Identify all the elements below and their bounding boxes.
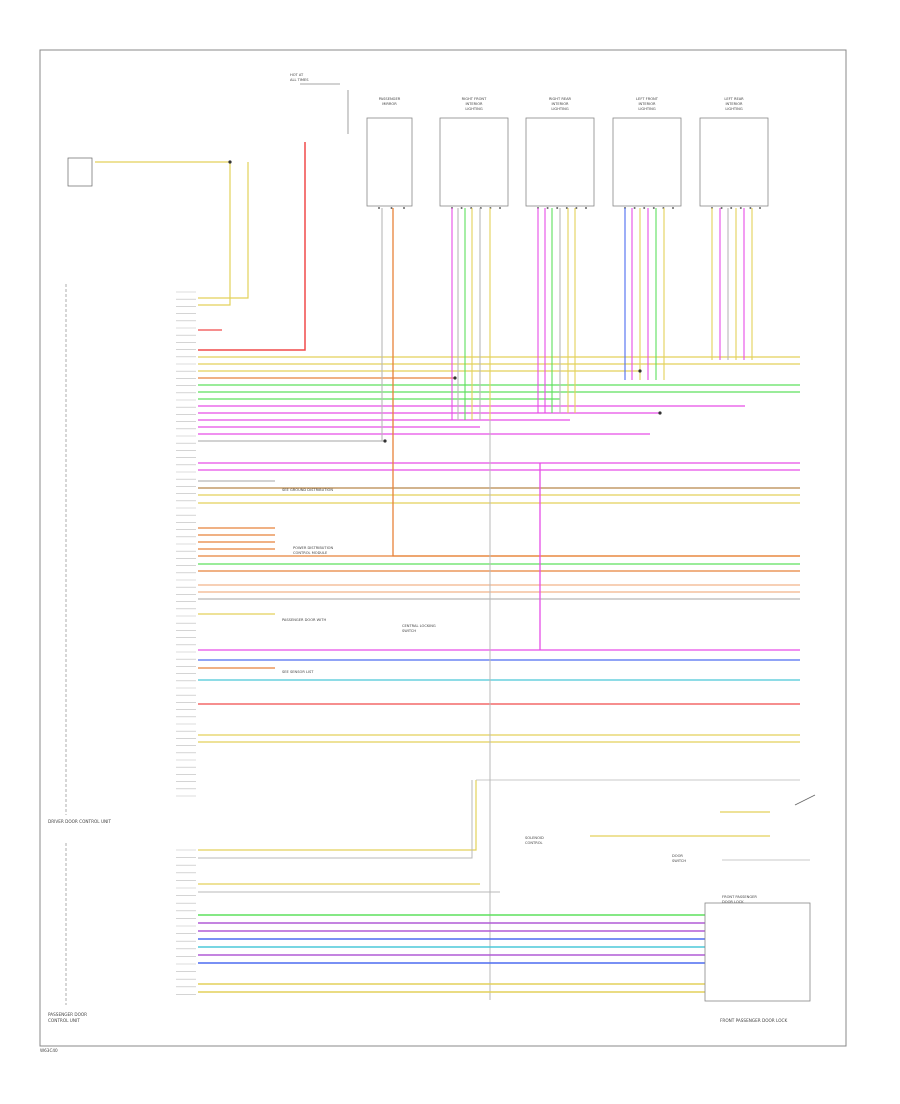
connector-pin <box>565 207 568 209</box>
note-door-switch-1: DOOR <box>672 854 683 858</box>
passenger-unit-label-2: CONTROL UNIT <box>48 1018 80 1023</box>
figure-code: W63C40 <box>40 1048 58 1053</box>
switch-wire <box>198 162 231 306</box>
hot-at-all-times-block: HOT AT ALL TIMES <box>290 73 349 134</box>
connector-pin <box>390 207 393 209</box>
sensor-box-title: LEFT REAR <box>724 97 744 101</box>
connector-pin <box>556 207 559 209</box>
hot-label-1: HOT AT <box>290 73 304 77</box>
front-passenger-door-lock: FRONT PASSENGER DOOR LOCK FRONT PASSENGE… <box>704 895 811 1023</box>
front-passenger-door-lock-label: FRONT PASSENGER DOOR LOCK <box>720 1018 787 1023</box>
connector-pin <box>652 207 655 209</box>
note-see-ground: SEE GROUND DISTRIBUTION <box>282 488 333 492</box>
power-wire <box>198 142 306 351</box>
connector-pin <box>460 207 463 209</box>
connector-pin <box>585 207 587 209</box>
sensor-box-title: INTERIOR <box>638 102 656 106</box>
sensor-box <box>525 117 595 207</box>
wire-harness <box>67 142 816 1000</box>
note-passenger-door: PASSENGER DOOR WITH <box>282 618 326 622</box>
driver-door-control-unit-label: DRIVER DOOR CONTROL UNIT <box>48 819 111 824</box>
connector-pin <box>546 207 549 209</box>
splice-dot <box>453 376 457 380</box>
connector-pin <box>759 207 761 209</box>
sensor-box-title: INTERIOR <box>725 102 743 106</box>
down-wire <box>198 780 473 859</box>
connector-pin <box>730 207 733 209</box>
note-central-locking-2: SWITCH <box>402 629 416 633</box>
splice-dot <box>383 439 387 443</box>
sensor-box-title: LIGHTING <box>465 107 482 111</box>
connector-pin <box>643 207 646 209</box>
note-sensor-list: SEE SENSOR LIST <box>282 670 314 674</box>
sensor-box-title: LIGHTING <box>725 107 742 111</box>
connector-pin <box>739 207 742 209</box>
connector-pin <box>575 207 578 209</box>
sensor-box-title: MIRROR <box>382 102 397 106</box>
sensor-box-title: RIGHT FRONT <box>462 97 487 101</box>
diagram-frame <box>39 49 847 1047</box>
connector-pin <box>749 207 752 209</box>
connector-pin <box>633 207 636 209</box>
sensor-box-title: LIGHTING <box>638 107 655 111</box>
note-door-switch-2: SWITCH <box>672 859 686 863</box>
sensor-box <box>699 117 769 207</box>
sensor-box <box>612 117 682 207</box>
switch-wire <box>198 162 249 299</box>
connector-pin <box>403 207 405 209</box>
sensor-box-title: LIGHTING <box>551 107 568 111</box>
sensor-box <box>439 117 509 207</box>
driver-door-control-unit: DRIVER DOOR CONTROL UNIT <box>48 284 111 824</box>
note-power-distribution-2: CONTROL MODULE <box>293 551 328 555</box>
connector-pin <box>672 207 674 209</box>
sensor-lead <box>392 208 800 557</box>
connector-pin <box>720 207 723 209</box>
down-wire <box>198 780 477 851</box>
switch-symbol <box>794 794 816 806</box>
passenger-door-control-unit: PASSENGER DOOR CONTROL UNIT <box>48 843 87 1023</box>
annotations: SEE GROUND DISTRIBUTION POWER DISTRIBUTI… <box>282 488 686 863</box>
connector-pin <box>378 207 380 209</box>
sensor-box <box>366 117 413 207</box>
splice-dot <box>658 411 662 415</box>
sensor-box-title: INTERIOR <box>551 102 569 106</box>
connector-pin <box>499 207 501 209</box>
note-power-distribution-1: POWER DISTRIBUTION <box>293 546 333 550</box>
sensor-box-title: INTERIOR <box>465 102 483 106</box>
splice-dot <box>638 369 642 373</box>
passenger-unit-label-1: PASSENGER DOOR <box>48 1012 87 1017</box>
hot-label-2: ALL TIMES <box>290 78 309 82</box>
sensor-box-title: RIGHT REAR <box>549 97 572 101</box>
lock-box-label-2: DOOR LOCK <box>722 900 744 904</box>
top-left-switch <box>67 157 93 187</box>
lock-box-label-1: FRONT PASSENGER <box>722 895 757 899</box>
note-solenoid-2: CONTROL <box>525 841 543 845</box>
note-central-locking-1: CENTRAL LOCKING <box>402 624 436 628</box>
sensor-box-title: LEFT FRONT <box>636 97 659 101</box>
splice-dot <box>228 160 232 164</box>
sensor-box-title: PASSENGER <box>379 97 401 101</box>
note-solenoid-1: SOLENOID <box>525 836 544 840</box>
